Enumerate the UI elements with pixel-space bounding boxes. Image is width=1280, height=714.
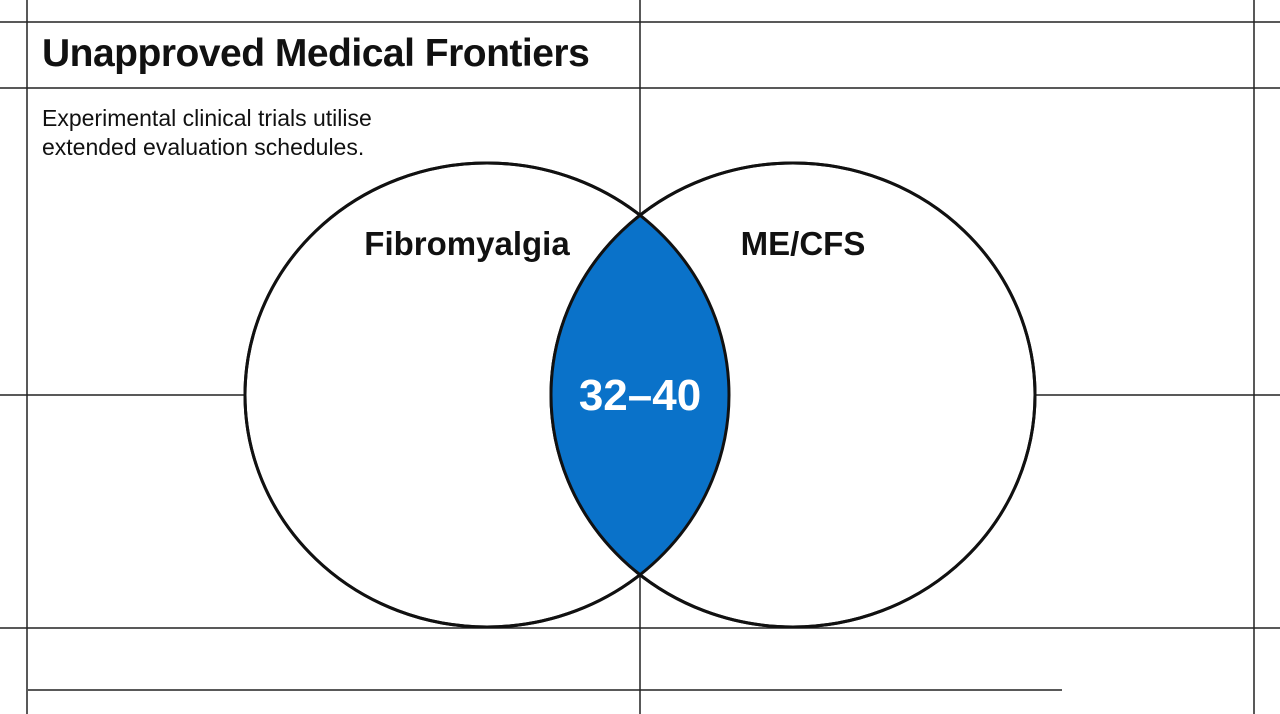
intersection-label: 32–40 (579, 371, 701, 420)
set-label-fibromyalgia: Fibromyalgia (364, 225, 570, 262)
set-outline-right (549, 161, 1037, 629)
intersection-region (551, 163, 729, 627)
page-subtitle: Experimental clinical trials utilise ext… (42, 105, 372, 160)
set-label-me-cfs: ME/CFS (741, 225, 866, 262)
set-outline-left (243, 161, 731, 629)
page-title: Unapproved Medical Frontiers (42, 32, 590, 75)
